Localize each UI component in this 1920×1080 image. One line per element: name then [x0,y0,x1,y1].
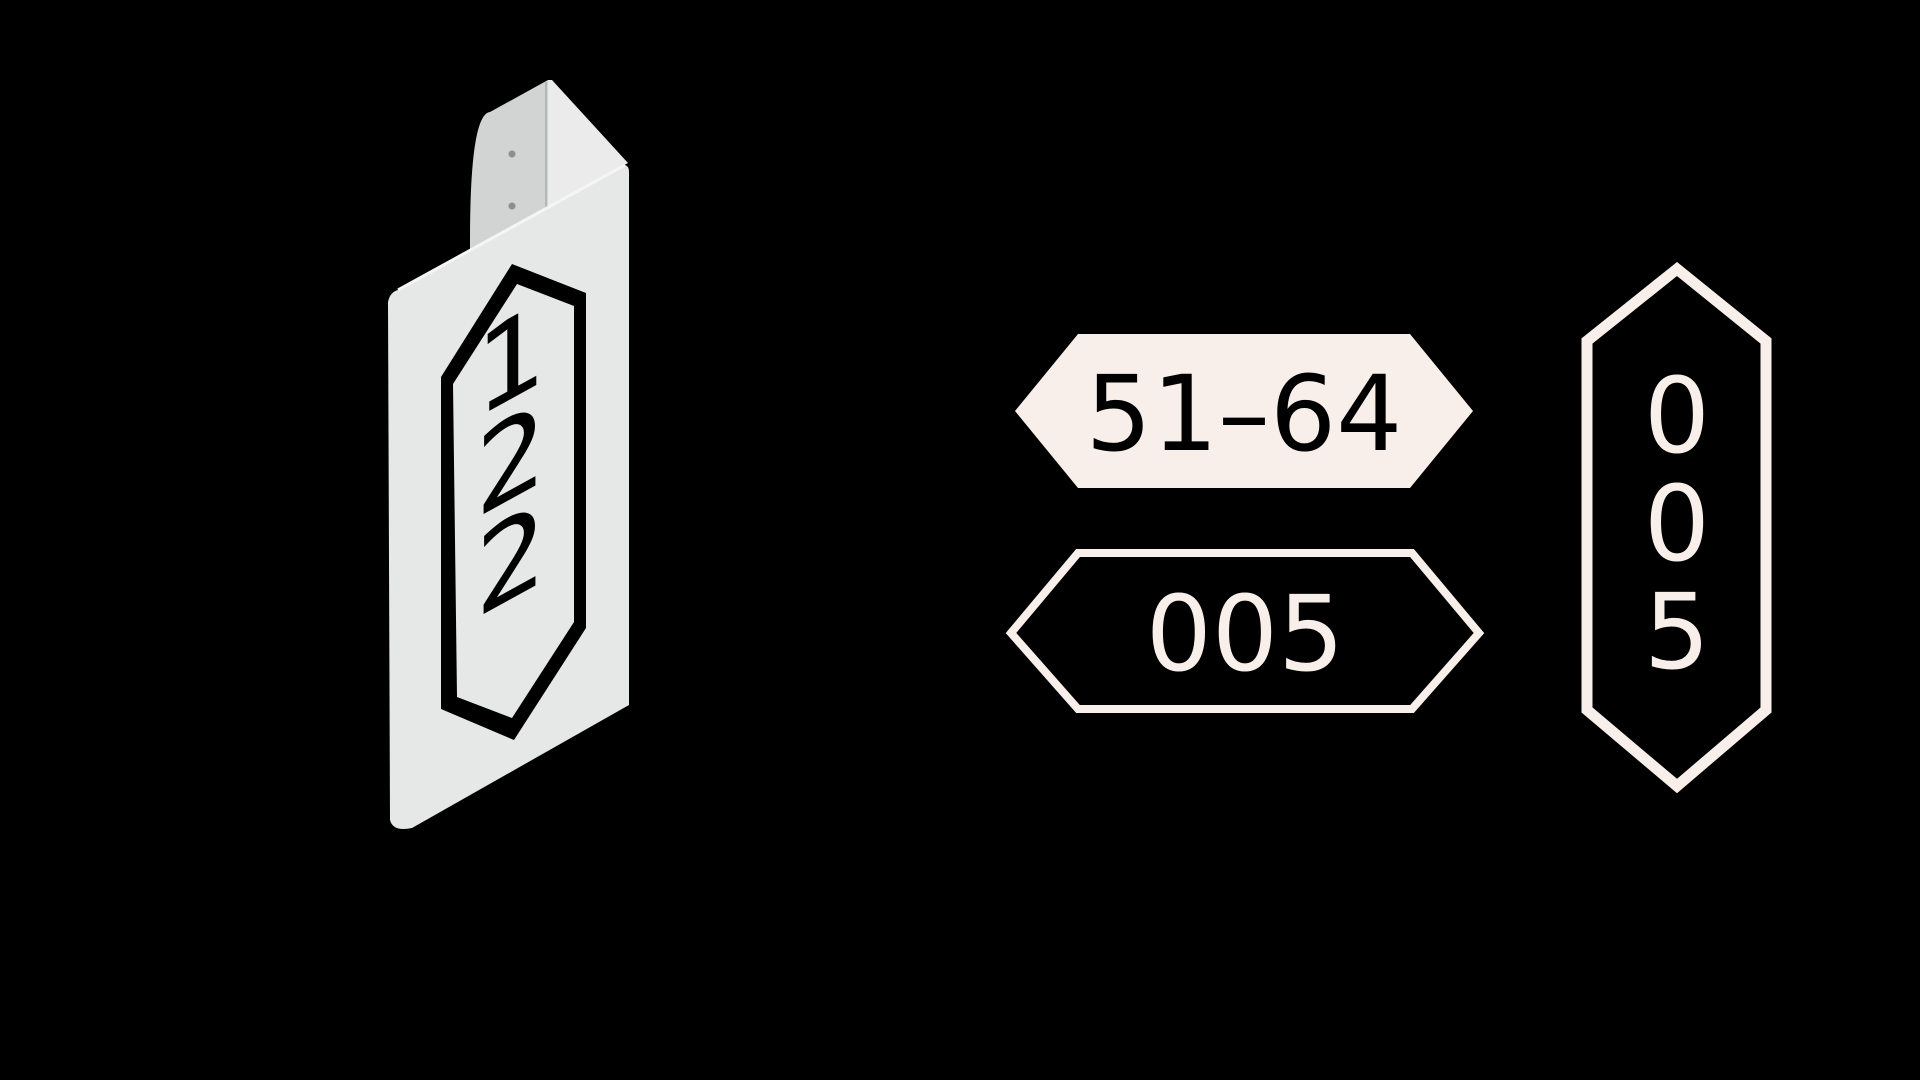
number-plate-vertical-digit: 5 [1644,571,1710,693]
screw-hole-icon [508,202,516,210]
range-plate-shape [1015,334,1473,488]
number-plate-horizontal: 005 [1005,549,1485,713]
blade-panel-edge [397,163,626,292]
number-plate-vertical-shape [1581,261,1772,794]
number-plate-horizontal-shape [1005,549,1485,713]
mounting-bracket-side [548,80,628,208]
range-plate-label: 51–64 [1086,353,1403,475]
number-plate-vertical: 0 0 5 [1581,261,1772,794]
number-plate-vertical-digit: 0 [1644,355,1710,477]
blade-sign: 1 2 2 [388,80,629,829]
blade-digits: 1 2 2 [475,276,546,646]
number-plate-horizontal-label: 005 [1146,573,1345,695]
screw-hole-icon [508,150,516,158]
number-plate-vertical-digit: 0 [1644,463,1710,585]
blade-hex-frame [441,264,586,740]
range-plate: 51–64 [1015,334,1473,488]
mounting-bracket-back [470,80,548,258]
